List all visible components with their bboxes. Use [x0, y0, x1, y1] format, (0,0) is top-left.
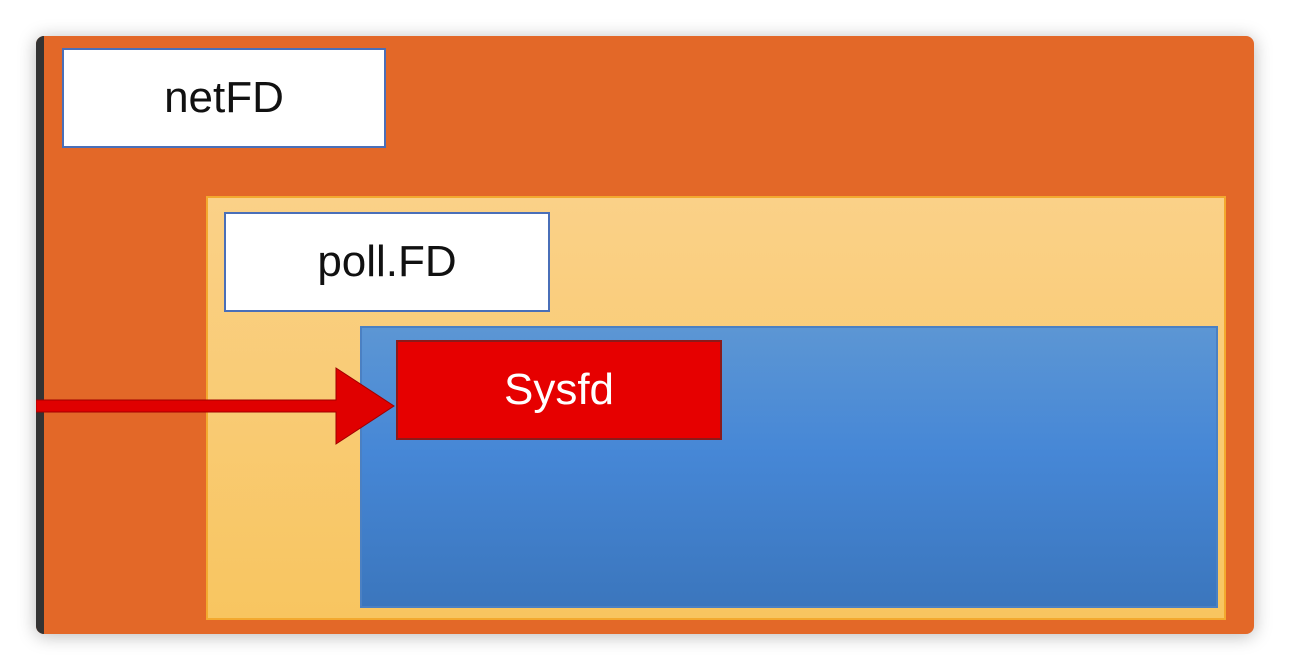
sysfd-container: Sysfd — [360, 326, 1218, 608]
netfd-label: netFD — [62, 48, 386, 148]
poll-fd-container: poll.FD Sysfd — [206, 196, 1226, 620]
sysfd-label: Sysfd — [396, 340, 722, 440]
poll-fd-label: poll.FD — [224, 212, 550, 312]
netfd-container: netFD poll.FD Sysfd — [36, 36, 1254, 634]
frame-left-edge — [36, 36, 44, 634]
